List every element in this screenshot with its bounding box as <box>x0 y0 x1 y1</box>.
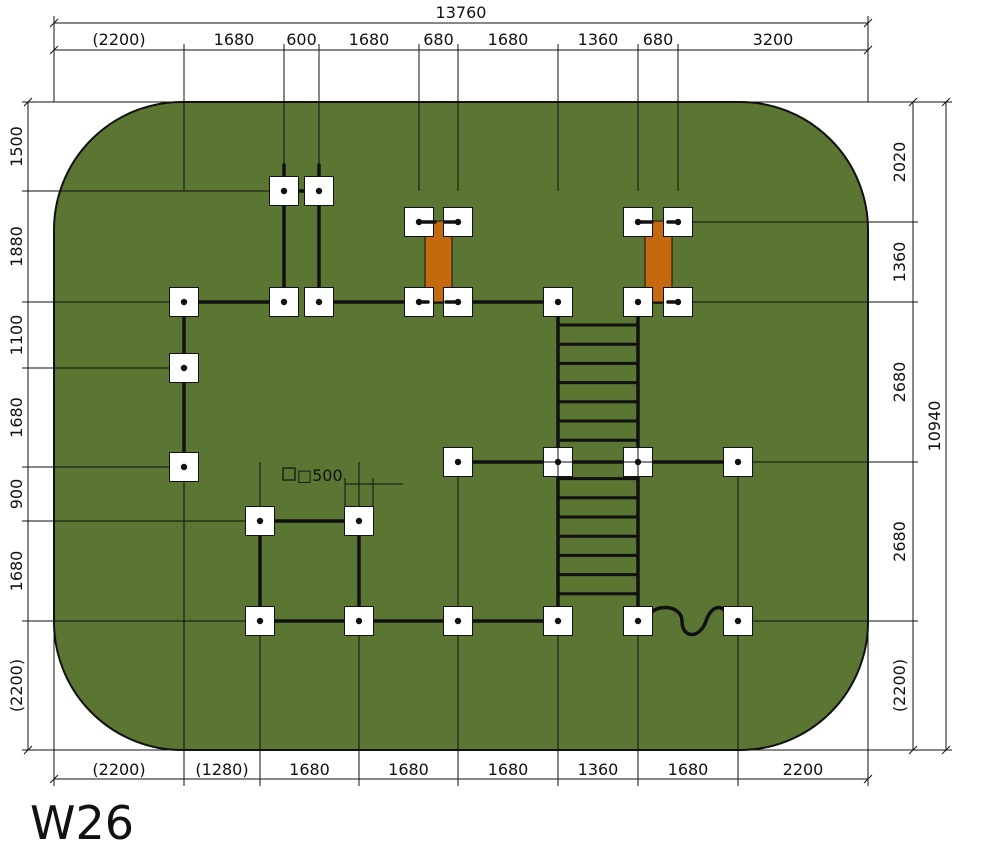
post-anchor <box>634 617 642 625</box>
dimension-label: (2200) <box>92 30 145 49</box>
dimension-label: 1360 <box>578 30 619 49</box>
dimension-label: 1680 <box>7 551 26 592</box>
dimension-label: 1680 <box>214 30 255 49</box>
post-anchor <box>554 617 562 625</box>
post-size-symbol <box>282 467 296 481</box>
dimension-label: 2020 <box>890 142 909 183</box>
dimension-label: (2200) <box>7 659 26 712</box>
post-anchor <box>315 298 323 306</box>
post-anchor <box>734 617 742 625</box>
dimension-label: 1500 <box>7 126 26 167</box>
dimension-label: 1100 <box>7 315 26 356</box>
dimension-label: 1680 <box>488 760 529 779</box>
dimension-label: (1280) <box>195 760 248 779</box>
dimension-label: 2680 <box>890 521 909 562</box>
dimension-label: 680 <box>423 30 454 49</box>
post-anchor <box>256 617 264 625</box>
dimension-label: 13760 <box>436 3 487 22</box>
dimension-label: (2200) <box>890 659 909 712</box>
post-anchor <box>256 517 264 525</box>
dimension-label: 10940 <box>925 401 944 452</box>
dimension-label: 1880 <box>7 226 26 267</box>
dimension-label: 1360 <box>890 242 909 283</box>
dimension-label: 600 <box>286 30 317 49</box>
posts <box>169 176 753 636</box>
post-anchor <box>315 187 323 195</box>
post-size-label: □500 <box>297 466 343 485</box>
post <box>623 606 653 636</box>
post-anchor <box>454 617 462 625</box>
dimension-label: 2680 <box>890 362 909 403</box>
post-anchor <box>180 364 188 372</box>
dimension-tick <box>49 45 59 55</box>
post-anchor <box>554 298 562 306</box>
post-anchor <box>454 458 462 466</box>
ladder-rungs <box>558 323 638 596</box>
dimension-tick <box>863 45 873 55</box>
post-anchor <box>180 298 188 306</box>
post-anchor <box>355 617 363 625</box>
post-anchor <box>355 517 363 525</box>
dimension-label: (2200) <box>92 760 145 779</box>
post-anchor <box>280 187 288 195</box>
dimension-labels: 13760 (2200) 1680 600 1680 680 1680 1360 680 3200… <box>7 3 944 779</box>
dimension-label: 1680 <box>488 30 529 49</box>
post-anchor <box>634 298 642 306</box>
dimension-label: 680 <box>643 30 674 49</box>
square-frame <box>258 519 361 623</box>
post-anchor <box>180 463 188 471</box>
dimension-label: 1360 <box>578 760 619 779</box>
dimension-label: 3200 <box>753 30 794 49</box>
dimension-label: 900 <box>7 479 26 510</box>
post-anchor <box>734 458 742 466</box>
dimension-label: 1680 <box>668 760 709 779</box>
post-anchor <box>280 298 288 306</box>
safety-surface-area <box>53 101 869 751</box>
dimension-label: 2200 <box>783 760 824 779</box>
drawing-code: W26 <box>30 796 134 850</box>
dimension-label: 1680 <box>349 30 390 49</box>
dimension-label: 1680 <box>388 760 429 779</box>
dimension-label: 1680 <box>7 397 26 438</box>
dimension-label: 1680 <box>289 760 330 779</box>
